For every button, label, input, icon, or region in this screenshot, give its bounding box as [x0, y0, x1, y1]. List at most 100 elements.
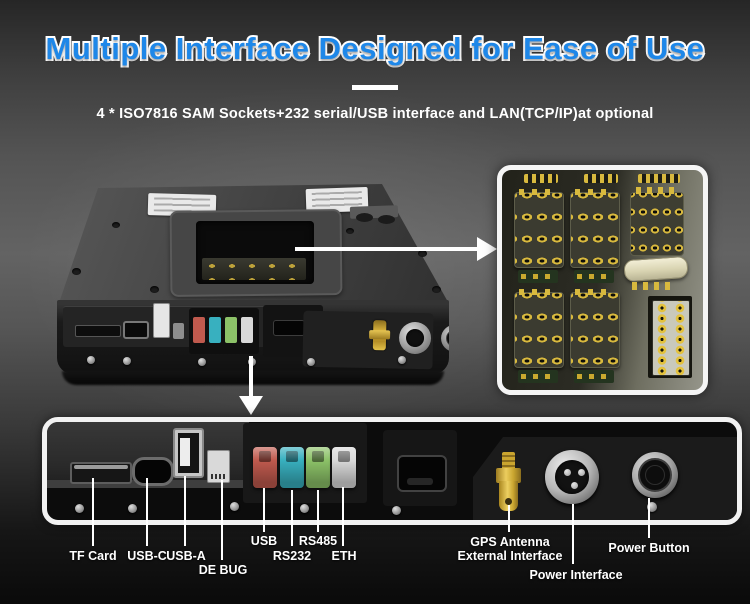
gps-label-line1: GPS Antenna: [470, 535, 550, 549]
port-label-usb: USB: [250, 534, 278, 548]
sam-socket-3: [514, 289, 564, 368]
screw: [230, 502, 239, 511]
sam-sockets-small: [202, 258, 306, 280]
rs232-connector-small: [209, 317, 221, 343]
screw: [307, 358, 315, 366]
power-button-port: [632, 452, 678, 498]
tf-card-slot-small: [75, 325, 121, 337]
sam-socket-2: [570, 189, 620, 268]
leader-line-power-button: [648, 498, 650, 538]
rs232-connector: [280, 447, 304, 488]
hdmi-port: [397, 455, 447, 492]
device-side-button: [378, 215, 395, 224]
port-label-rs232: RS232: [272, 549, 312, 563]
device-side-button: [356, 213, 373, 222]
eth-connector-small: [241, 317, 253, 343]
usb-c-port-small: [123, 321, 149, 339]
sam-socket-4: [570, 289, 620, 368]
right-arrow-head-icon: [477, 237, 497, 261]
leader-line-usb-a: [184, 476, 186, 546]
usb-connector-small: [193, 317, 205, 343]
rs485-connector: [306, 447, 330, 488]
screw: [75, 504, 84, 513]
port-label-tf-card: TF Card: [69, 549, 117, 563]
screw-hole: [150, 286, 159, 293]
gold-contacts: [524, 174, 558, 183]
eth-connector: [332, 447, 356, 488]
gold-contacts: [584, 174, 618, 183]
screw: [398, 356, 406, 364]
usb-c-port: [132, 457, 174, 486]
usb-connector: [253, 447, 277, 488]
page-subtitle: 4 * ISO7816 SAM Sockets+232 serial/USB i…: [96, 106, 654, 122]
hdmi-port-small: [273, 320, 305, 336]
port-label-debug: DE BUG: [198, 563, 248, 577]
power-button-small: [440, 324, 449, 353]
port-label-gps-antenna: GPS Antenna External Interface: [458, 535, 563, 563]
device-back-photo: [50, 180, 452, 392]
sam-socket-pads: [518, 270, 558, 283]
page-title: Multiple Interface Designed for Ease of …: [44, 29, 706, 68]
gps-antenna-sma-thread: [502, 452, 515, 470]
leader-line-tf-card: [92, 478, 94, 546]
usb-a-port: [173, 428, 204, 478]
screw-hole: [112, 222, 120, 228]
leader-line-usb: [263, 488, 265, 532]
power-connector-small: [398, 321, 432, 355]
screw: [87, 356, 95, 364]
port-label-usb-a: USB-A: [166, 549, 206, 563]
sam-socket-pads: [518, 370, 558, 383]
down-arrow-icon: [249, 356, 253, 397]
screw-hole: [72, 268, 81, 275]
leader-line-debug: [221, 480, 223, 560]
leader-line-usb-c: [146, 478, 148, 546]
gps-antenna-sma-nut: [496, 468, 521, 483]
power-pin: [578, 469, 585, 476]
gps-label-line2: External Interface: [457, 549, 563, 563]
usb-a-port-small: [153, 303, 170, 338]
gold-contacts: [632, 282, 676, 290]
title-divider: [352, 85, 398, 90]
screw: [128, 504, 137, 513]
leader-line-rs232: [291, 490, 293, 546]
screw-hole: [346, 228, 354, 234]
power-interface-connector: [545, 450, 599, 504]
power-pin: [564, 469, 571, 476]
gold-contacts: [638, 174, 680, 183]
screw: [300, 504, 309, 513]
screw: [392, 506, 401, 515]
port-label-eth: ETH: [331, 549, 357, 563]
port-label-power-button: Power Button: [608, 541, 690, 555]
debug-port: [207, 450, 230, 483]
down-arrow-head-icon: [239, 396, 263, 415]
device-base-shadow: [62, 371, 444, 385]
ports-closeup-panel: [42, 417, 742, 525]
power-section-small: [302, 310, 449, 370]
sam-sockets-inset: [497, 165, 708, 395]
debug-port-small: [173, 323, 184, 339]
sam-socket-1: [514, 189, 564, 268]
port-label-power-interface: Power Interface: [529, 568, 623, 582]
rs485-connector-small: [225, 317, 237, 343]
port-label-rs485: RS485: [298, 534, 338, 548]
sam-socket-pads: [574, 370, 614, 383]
gps-antenna-sma-connector: [499, 481, 518, 511]
sim-socket: [630, 187, 684, 256]
screw-hole: [418, 250, 427, 257]
port-label-usb-c: USB-C: [127, 549, 167, 563]
leader-line-rs485: [317, 490, 319, 532]
screw-hole: [432, 286, 441, 293]
sma-nut-small: [369, 330, 391, 340]
pin-header: [652, 300, 690, 376]
device-port-strip: [57, 300, 449, 374]
leader-line-eth: [342, 487, 344, 546]
leader-line-gps-antenna: [508, 505, 510, 532]
card-ejector-lever: [623, 255, 689, 283]
screw: [123, 357, 131, 365]
screw: [647, 502, 657, 512]
leader-line-power-interface: [572, 504, 574, 564]
right-arrow-icon: [295, 247, 478, 251]
power-pin: [571, 482, 578, 489]
sam-socket-pads: [574, 270, 614, 283]
